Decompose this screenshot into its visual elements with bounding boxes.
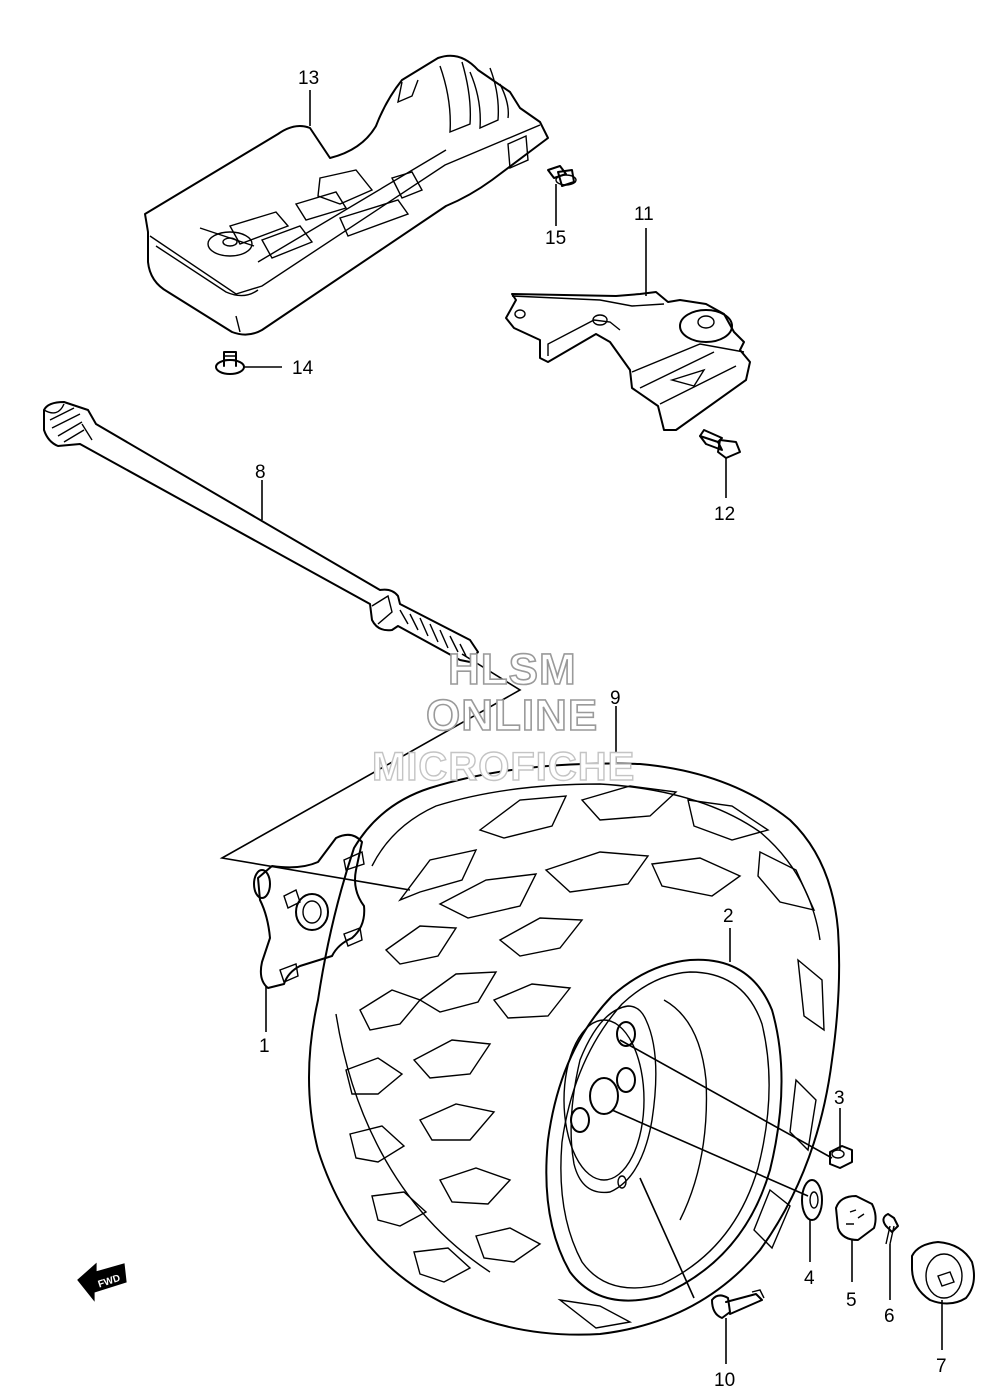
watermark-line-3: MICROFICHE	[372, 745, 635, 789]
callout-7[interactable]: 7	[936, 1356, 947, 1377]
callout-12[interactable]: 12	[714, 504, 735, 525]
callout-10[interactable]: 10	[714, 1370, 735, 1391]
callout-5[interactable]: 5	[846, 1290, 857, 1311]
callout-2[interactable]: 2	[723, 906, 734, 927]
bolt-part-12[interactable]	[699, 429, 741, 459]
callout-4[interactable]: 4	[804, 1268, 815, 1289]
callout-1[interactable]: 1	[259, 1036, 270, 1057]
callout-6[interactable]: 6	[884, 1306, 895, 1327]
watermark: HLSM ONLINE MICROFICHE	[371, 644, 635, 790]
hub-cap-part-7[interactable]	[911, 1241, 975, 1305]
callout-13[interactable]: 13	[298, 68, 319, 89]
callout-labels: 13 15 11 14 8 12 9 2 1 3 4 5 6 7 10	[255, 68, 947, 1391]
callout-9[interactable]: 9	[610, 688, 621, 709]
forward-direction-badge: FWD	[77, 1262, 127, 1302]
callout-15[interactable]: 15	[545, 228, 566, 249]
cotter-pin-part-6[interactable]	[882, 1213, 899, 1245]
castle-nut-part-5[interactable]	[835, 1195, 877, 1241]
bracket-part-11[interactable]	[505, 291, 751, 431]
skid-plate-part-13[interactable]	[144, 54, 549, 336]
valve-stem-part-10[interactable]	[711, 1289, 765, 1319]
nut-part-3[interactable]	[829, 1145, 853, 1169]
screw-part-14[interactable]	[215, 351, 245, 375]
callout-8[interactable]: 8	[255, 462, 266, 483]
callout-11[interactable]: 11	[634, 204, 654, 225]
watermark-line-2: ONLINE	[426, 691, 598, 740]
axle-shaft-part-8[interactable]	[43, 401, 479, 663]
callout-14[interactable]: 14	[292, 358, 314, 379]
washer-part-4[interactable]	[801, 1179, 823, 1221]
tire-part-9[interactable]	[308, 762, 841, 1336]
rim-part-2[interactable]	[545, 958, 783, 1302]
watermark-line-1: HLSM	[448, 645, 577, 694]
wheel-hub-part-1[interactable]	[253, 833, 366, 989]
bolt-part-15[interactable]	[547, 165, 577, 187]
callout-3[interactable]: 3	[834, 1088, 845, 1109]
